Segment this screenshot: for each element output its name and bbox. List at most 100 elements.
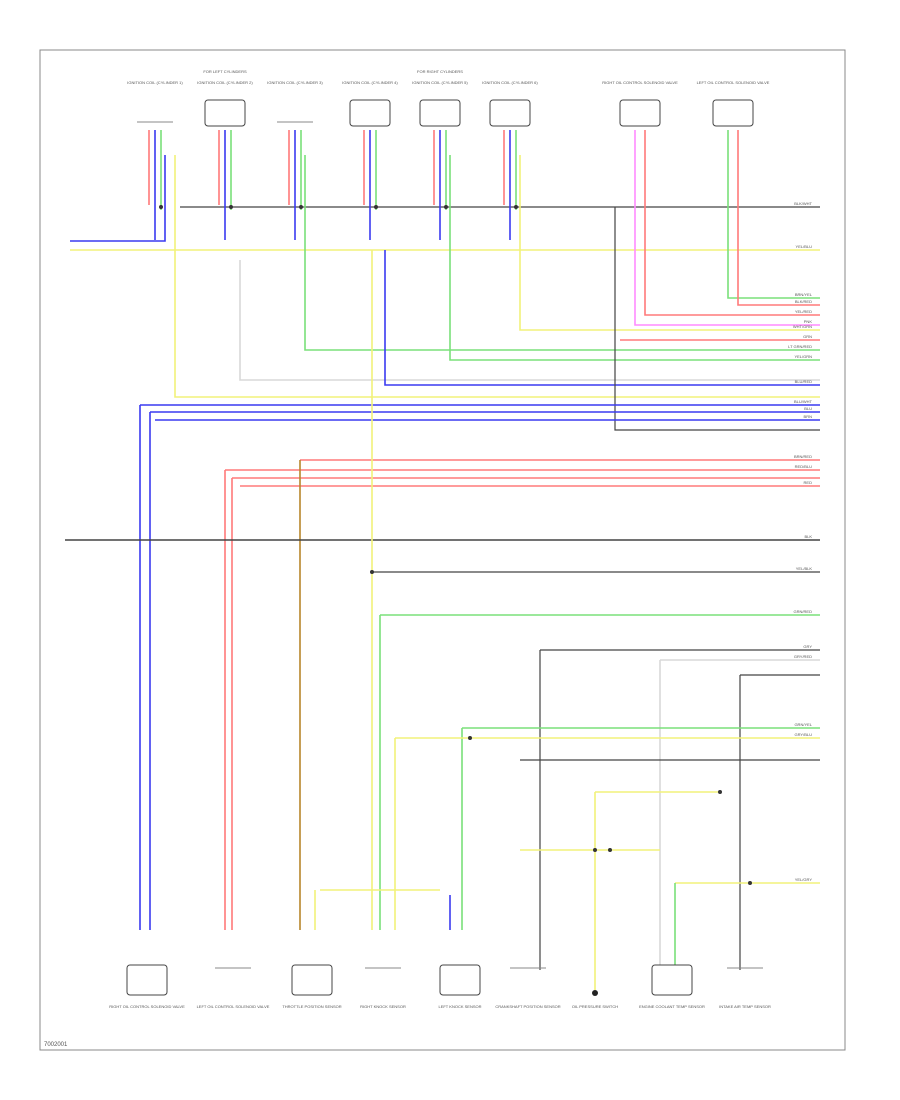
bottom-component-label: THROTTLE POSITION SENSOR (282, 1004, 341, 1009)
bottom-component-6: CRANKSHAFT POSITION SENSOR (495, 967, 561, 1009)
bottom-component-4: RIGHT KNOCK SENSOR (360, 967, 406, 1009)
splice-dot (229, 205, 233, 209)
splice-dot (299, 205, 303, 209)
splice-dot (370, 570, 374, 574)
wire-label: BLU/RED (795, 379, 812, 384)
top-component-label: RIGHT OIL CONTROL SOLENOID VALVE (602, 80, 678, 85)
bottom-component-label: OIL PRESSURE SWITCH (572, 1004, 618, 1009)
wire-label: GRY/BLU (795, 732, 813, 737)
splice-dot (444, 205, 448, 209)
wire-label: BLK/RED (795, 299, 812, 304)
wire-grn-2 (449, 155, 820, 361)
top-component-label: IGNITION COIL (CYLINDER 1) (127, 80, 183, 85)
bottom-component-label: ENGINE COOLANT TEMP SENSOR (639, 1004, 705, 1009)
wire-label: BRN (804, 414, 813, 419)
top-component-7: RIGHT OIL CONTROL SOLENOID VALVE (602, 80, 678, 127)
wire-blu-2 (384, 250, 820, 386)
wire-label: BLU (804, 406, 812, 411)
component-box (204, 99, 246, 127)
top-component-4: IGNITION COIL (CYLINDER 4) (342, 80, 398, 127)
wire-layer (65, 130, 820, 990)
wire-red-1 (644, 130, 820, 316)
wire-label: BRN/YEL (795, 292, 813, 297)
wire-label: BLK/WHT (794, 201, 812, 206)
component-box (349, 99, 391, 127)
wire-pnk-1 (634, 130, 820, 326)
wire-label: BLK (804, 534, 812, 539)
top-component-5: IGNITION COIL (CYLINDER 5) FOR RIGHT CYLI… (412, 69, 468, 127)
splice-dot (748, 881, 752, 885)
wire-yel-long (174, 155, 820, 398)
component-box (439, 964, 481, 996)
switch-symbol (592, 990, 598, 996)
wire-label: PNK (804, 319, 813, 324)
component-box (489, 99, 531, 127)
component-box (419, 99, 461, 127)
bottom-component-label: LEFT KNOCK SENSOR (438, 1004, 481, 1009)
splice-dot (593, 848, 597, 852)
wire-label: YEL/GRY (795, 877, 813, 882)
wire-red-2 (737, 130, 820, 306)
connector-labels: BLK/WHT YEL/BLU BRN/YEL BLK/RED YEL/RED PNKWH… (788, 201, 813, 882)
wire-label: BRN/RED (794, 454, 812, 459)
bottom-component-5: LEFT KNOCK SENSOR (438, 964, 482, 1009)
diagram-frame (39, 49, 846, 1051)
component-box (619, 99, 661, 127)
splice-dot (468, 736, 472, 740)
bottom-component-1: RIGHT OIL CONTROL SOLENOID VALVE (109, 964, 185, 1009)
wire-label: RED/BLU (795, 464, 812, 469)
top-component-label: LEFT OIL CONTROL SOLENOID VALVE (697, 80, 770, 85)
bottom-component-9: INTAKE AIR TEMP SENSOR (719, 967, 771, 1009)
wire-label: BLU/WHT (794, 399, 813, 404)
group-label: FOR LEFT CYLINDERS (203, 69, 247, 74)
wire-label: YEL/BLK (796, 566, 813, 571)
page-id: 7002001 (44, 1042, 68, 1048)
wire-label: GRY/RED (794, 654, 812, 659)
bottom-component-label: CRANKSHAFT POSITION SENSOR (495, 1004, 560, 1009)
bottom-components: RIGHT OIL CONTROL SOLENOID VALVE LEFT OIL… (109, 964, 771, 1009)
wire-label: GRN/RED (794, 609, 813, 614)
wire-label: GRN (803, 334, 812, 339)
splice-dot (374, 205, 378, 209)
bottom-component-3: THROTTLE POSITION SENSOR (282, 964, 342, 1009)
bottom-component-label: INTAKE AIR TEMP SENSOR (719, 1004, 771, 1009)
top-component-8: LEFT OIL CONTROL SOLENOID VALVE (697, 80, 770, 127)
bottom-component-label: RIGHT KNOCK SENSOR (360, 1004, 406, 1009)
wire-label: WHT/GRN (793, 324, 812, 329)
splice-dot (159, 205, 163, 209)
wire-yel-2 (519, 155, 820, 331)
top-component-3: IGNITION COIL (CYLINDER 3) (267, 80, 323, 123)
splice-dot (608, 848, 612, 852)
top-component-label: IGNITION COIL (CYLINDER 3) (267, 80, 323, 85)
component-box (126, 964, 168, 996)
top-component-2: IGNITION COIL (CYLINDER 2) FOR LEFT CYLIN… (197, 69, 253, 127)
wire-label: YEL/RED (795, 309, 812, 314)
top-component-1: IGNITION COIL (CYLINDER 1) (127, 80, 183, 123)
wire-grn-1 (304, 155, 820, 351)
top-component-6: IGNITION COIL (CYLINDER 6) (482, 80, 538, 127)
wire-blue-top (70, 155, 166, 242)
bottom-component-label: RIGHT OIL CONTROL SOLENOID VALVE (109, 1004, 185, 1009)
bottom-component-2: LEFT OIL CONTROL SOLENOID VALVE (197, 967, 270, 1009)
group-label: FOR RIGHT CYLINDERS (417, 69, 463, 74)
splice-dot (514, 205, 518, 209)
wire-label: LT GRN/RED (788, 344, 812, 349)
wire-label: GRN/YEL (794, 722, 812, 727)
top-component-label: IGNITION COIL (CYLINDER 6) (482, 80, 538, 85)
wire-grn-3 (727, 130, 820, 299)
wire-label: RED (804, 480, 813, 485)
top-component-label: IGNITION COIL (CYLINDER 5) (412, 80, 468, 85)
bottom-component-7: OIL PRESSURE SWITCH (572, 990, 618, 1009)
component-box (291, 964, 333, 996)
component-box (651, 964, 693, 996)
wire-blk-ret (614, 207, 820, 431)
bottom-component-8: ENGINE COOLANT TEMP SENSOR (639, 964, 705, 1009)
wire-white-1 (239, 260, 820, 381)
component-box (712, 99, 754, 127)
top-component-label: IGNITION COIL (CYLINDER 2) (197, 80, 253, 85)
wire-label: YEL/GRN (794, 354, 812, 359)
wire-label: GRY (803, 644, 812, 649)
bottom-component-label: LEFT OIL CONTROL SOLENOID VALVE (197, 1004, 270, 1009)
wire-label: YEL/BLU (796, 244, 813, 249)
